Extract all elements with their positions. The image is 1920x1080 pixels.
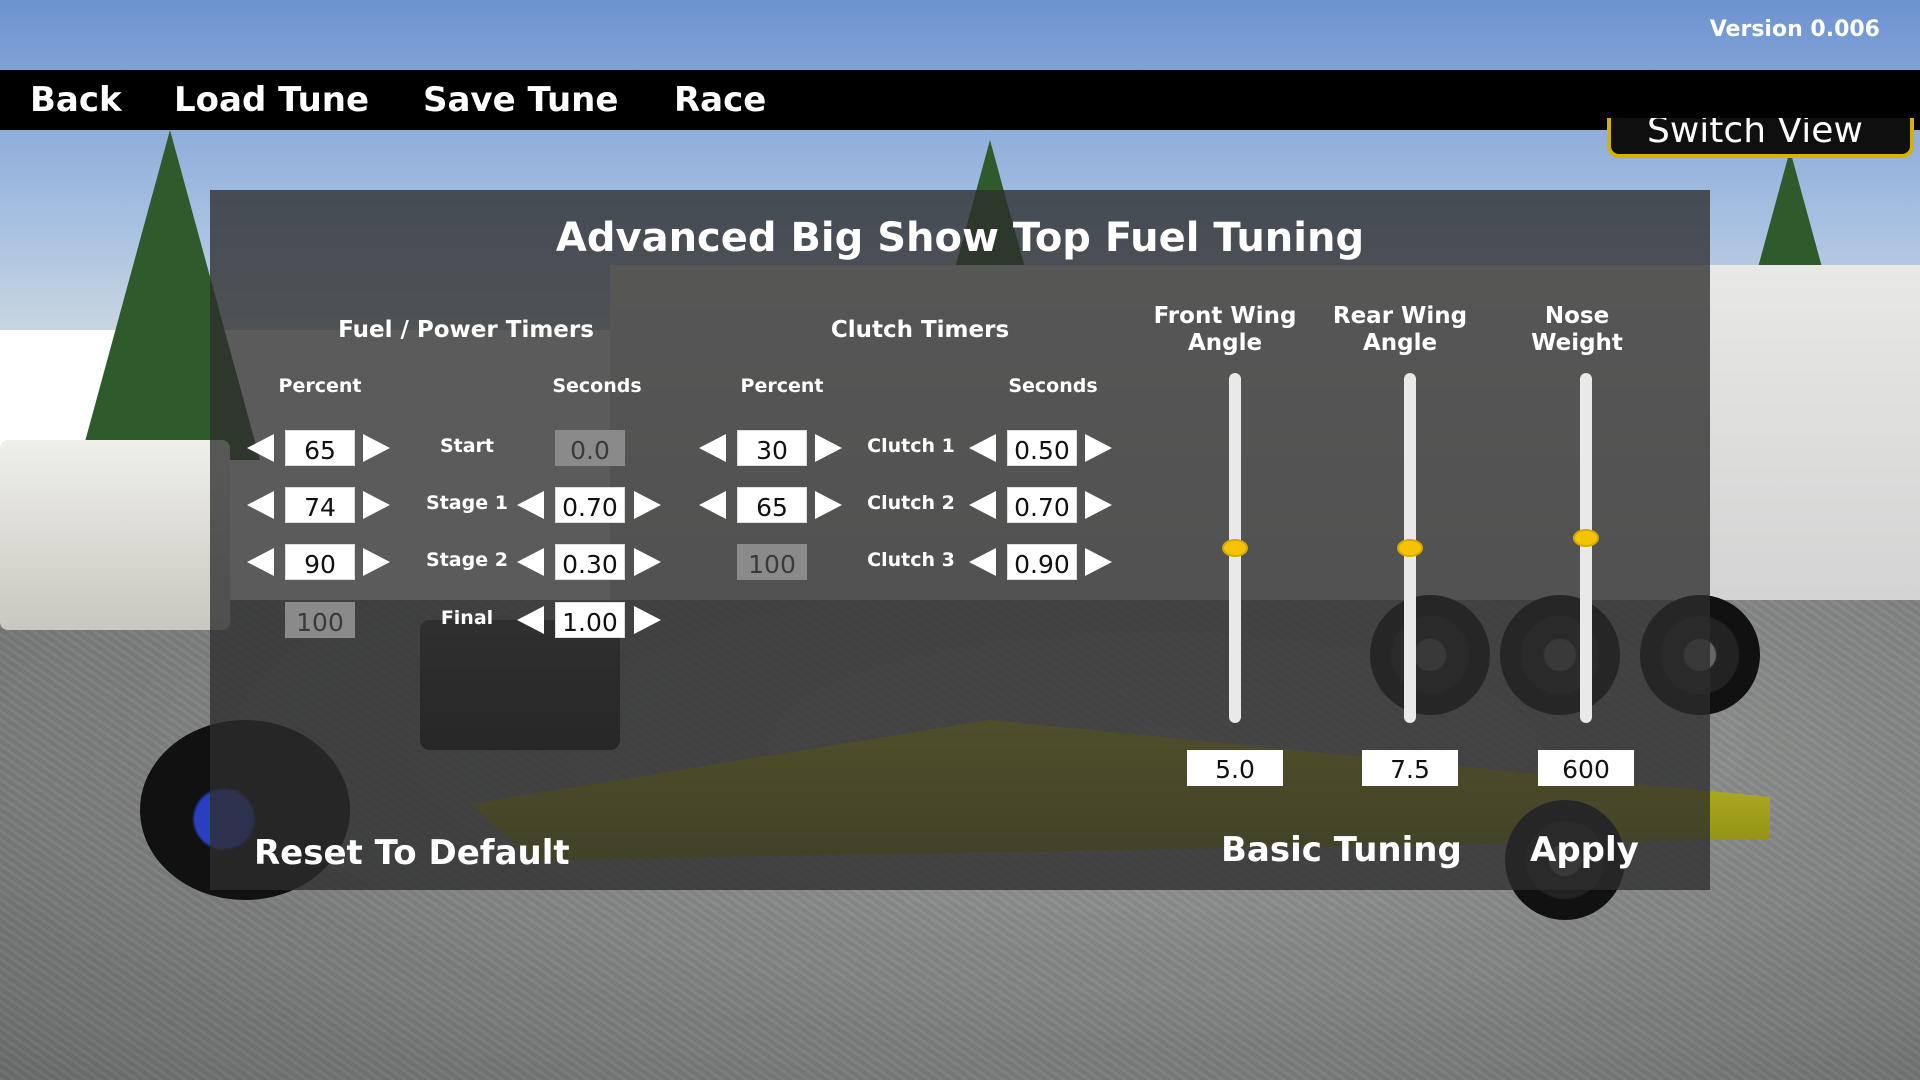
load-tune-button[interactable]: Load Tune <box>174 80 370 120</box>
clutch-seconds-header: Seconds <box>1008 375 1098 397</box>
stage2-percent-field[interactable]: 90 <box>285 544 355 580</box>
stage1-seconds-increase-icon[interactable] <box>634 491 661 519</box>
stage2-seconds-increase-icon[interactable] <box>634 548 661 576</box>
front-wing-slider[interactable] <box>1222 373 1248 723</box>
clutch-percent-header: Percent <box>740 375 824 397</box>
front-wing-header: Front Wing Angle <box>1150 303 1300 357</box>
rear-wing-header-line2: Angle <box>1362 330 1438 356</box>
fuel-percent-header: Percent <box>278 375 362 397</box>
clutch3-seconds-field[interactable]: 0.90 <box>1007 544 1077 580</box>
front-wing-value-field[interactable]: 5.0 <box>1187 750 1283 786</box>
nose-weight-header-line1: Nose <box>1544 303 1610 329</box>
clutch2-seconds-decrease-icon[interactable] <box>969 491 996 519</box>
stage2-seconds-field[interactable]: 0.30 <box>555 544 625 580</box>
clutch2-seconds-field[interactable]: 0.70 <box>1007 487 1077 523</box>
rear-wing-header: Rear Wing Angle <box>1325 303 1475 357</box>
clutch1-percent-decrease-icon[interactable] <box>699 434 726 462</box>
clutch3-seconds-increase-icon[interactable] <box>1085 548 1112 576</box>
fuel-timers-header: Fuel / Power Timers <box>338 317 594 343</box>
final-seconds-increase-icon[interactable] <box>634 606 661 634</box>
clutch3-seconds-decrease-icon[interactable] <box>969 548 996 576</box>
clutch-row-label: Clutch 2 <box>867 492 955 514</box>
stage1-percent-field[interactable]: 74 <box>285 487 355 523</box>
save-tune-button[interactable]: Save Tune <box>423 80 619 120</box>
nose-weight-slider-thumb[interactable] <box>1573 529 1599 548</box>
fuel-row-label: Final <box>440 607 494 629</box>
clutch2-percent-field[interactable]: 65 <box>737 487 807 523</box>
clutch2-percent-decrease-icon[interactable] <box>699 491 726 519</box>
clutch1-seconds-increase-icon[interactable] <box>1085 434 1112 462</box>
stage2-percent-increase-icon[interactable] <box>363 548 390 576</box>
nose-weight-header: Nose Weight <box>1502 303 1652 357</box>
clutch1-seconds-decrease-icon[interactable] <box>969 434 996 462</box>
clutch1-percent-increase-icon[interactable] <box>815 434 842 462</box>
rear-wing-slider[interactable] <box>1397 373 1423 723</box>
clutch3-percent-field: 100 <box>737 544 807 580</box>
start-percent-increase-icon[interactable] <box>363 434 390 462</box>
stage2-seconds-decrease-icon[interactable] <box>517 548 544 576</box>
nose-weight-header-line2: Weight <box>1531 330 1623 356</box>
start-percent-field[interactable]: 65 <box>285 430 355 466</box>
final-seconds-field[interactable]: 1.00 <box>555 602 625 638</box>
fuel-seconds-header: Seconds <box>552 375 642 397</box>
basic-tuning-button[interactable]: Basic Tuning <box>1221 830 1462 870</box>
switch-view-label: Switch View <box>1647 118 1863 151</box>
clutch1-percent-field[interactable]: 30 <box>737 430 807 466</box>
stage1-seconds-decrease-icon[interactable] <box>517 491 544 519</box>
race-button[interactable]: Race <box>674 80 767 120</box>
clutch-row-label: Clutch 1 <box>867 435 955 457</box>
apply-button[interactable]: Apply <box>1530 830 1639 870</box>
clutch2-seconds-increase-icon[interactable] <box>1085 491 1112 519</box>
start-percent-decrease-icon[interactable] <box>247 434 274 462</box>
tuning-panel: Advanced Big Show Top Fuel Tuning Fuel /… <box>210 190 1710 890</box>
truck <box>0 440 230 630</box>
rear-wing-header-line1: Rear Wing <box>1332 303 1468 329</box>
clutch-row-label: Clutch 3 <box>867 549 955 571</box>
front-wing-slider-thumb[interactable] <box>1222 539 1248 557</box>
nose-weight-value-field[interactable]: 600 <box>1538 750 1634 786</box>
rear-wing-slider-thumb[interactable] <box>1397 539 1423 557</box>
final-percent-field: 100 <box>285 602 355 638</box>
top-menu-bar: Back Load Tune Save Tune Race <box>0 70 1920 130</box>
version-label: Version 0.006 <box>1709 17 1880 42</box>
stage1-seconds-field[interactable]: 0.70 <box>555 487 625 523</box>
switch-view-button[interactable]: Switch View <box>1607 118 1914 158</box>
fuel-row-label: Stage 1 <box>426 492 508 514</box>
panel-title: Advanced Big Show Top Fuel Tuning <box>555 215 1365 261</box>
stage2-percent-decrease-icon[interactable] <box>247 548 274 576</box>
fuel-row-label: Stage 2 <box>426 549 508 571</box>
front-wing-header-line1: Front Wing <box>1153 303 1297 329</box>
clutch-timers-header: Clutch Timers <box>830 317 1010 343</box>
reset-to-default-button[interactable]: Reset To Default <box>254 833 570 873</box>
stage1-percent-increase-icon[interactable] <box>363 491 390 519</box>
clutch1-seconds-field[interactable]: 0.50 <box>1007 430 1077 466</box>
front-wing-header-line2: Angle <box>1187 330 1263 356</box>
back-button[interactable]: Back <box>30 80 122 120</box>
nose-weight-slider[interactable] <box>1573 373 1599 723</box>
fuel-row-label: Start <box>439 435 495 457</box>
stage1-percent-decrease-icon[interactable] <box>247 491 274 519</box>
clutch2-percent-increase-icon[interactable] <box>815 491 842 519</box>
rear-wing-value-field[interactable]: 7.5 <box>1362 750 1458 786</box>
final-seconds-decrease-icon[interactable] <box>517 606 544 634</box>
start-seconds-field: 0.0 <box>555 430 625 466</box>
